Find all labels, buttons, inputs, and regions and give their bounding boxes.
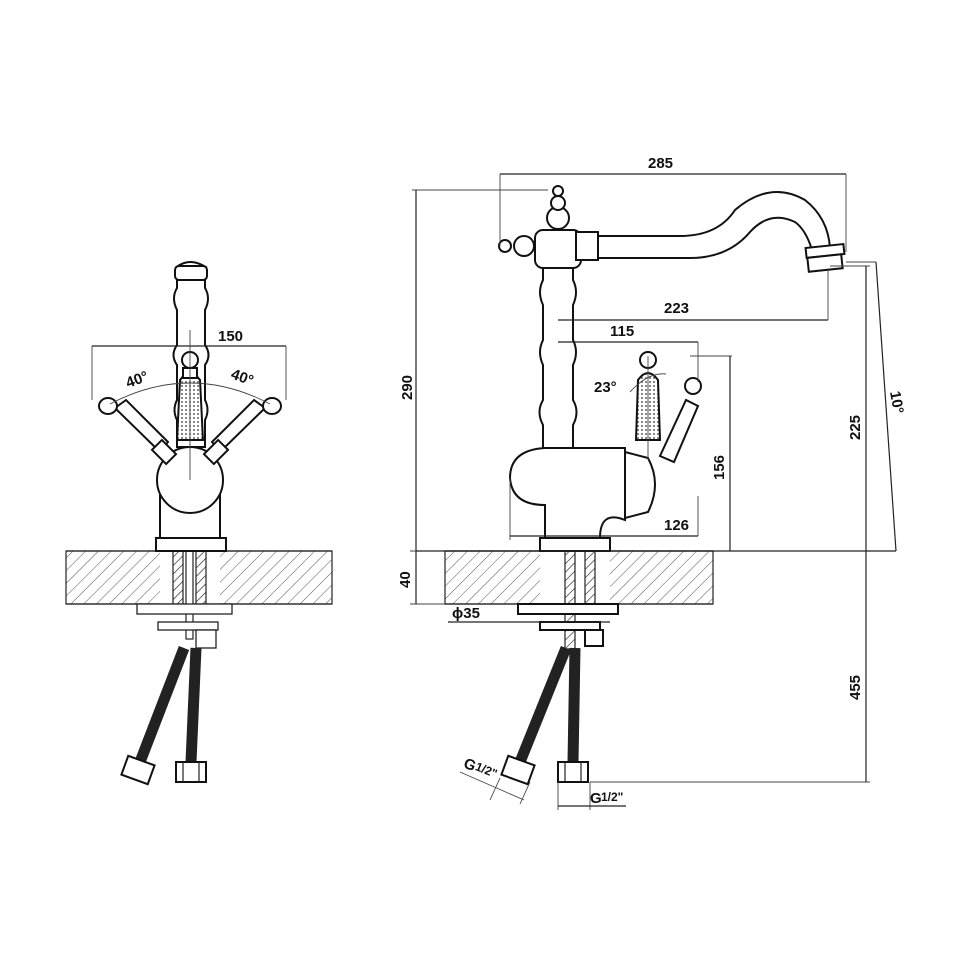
angle-left-label: 40° xyxy=(124,368,151,392)
thread-right-label: G xyxy=(590,790,602,807)
side-view: 285 223 115 23° 126 156 xyxy=(397,155,907,810)
dim-225-label: 225 xyxy=(847,415,864,440)
dim-223-label: 223 xyxy=(664,300,689,317)
front-handle-right xyxy=(202,397,282,466)
dim-10deg-label: 10° xyxy=(886,390,907,415)
dim-285: 285 xyxy=(499,155,847,252)
dim-115-label: 115 xyxy=(610,323,634,340)
side-body xyxy=(508,447,656,552)
dim-290: 290 xyxy=(399,189,548,551)
side-hoses xyxy=(500,645,589,786)
dim-455: 455 xyxy=(590,551,870,783)
dim-35-label: ϕ35 xyxy=(452,605,480,622)
dim-156: 156 xyxy=(690,355,732,551)
dim-455-label: 455 xyxy=(847,675,864,700)
dim-40: 40 xyxy=(397,550,445,605)
dim-126: 126 xyxy=(509,478,699,540)
dim-10deg: 10° xyxy=(846,261,907,552)
thread-right: G 1/2" xyxy=(557,782,626,810)
side-column xyxy=(498,185,582,449)
dim-115: 115 xyxy=(558,323,699,382)
dim-156-label: 156 xyxy=(711,455,728,480)
angle-right-label: 40° xyxy=(229,366,256,390)
front-view: 150 40° 40° xyxy=(65,261,333,786)
dim-150: 150 xyxy=(91,328,287,400)
dim-150-label: 150 xyxy=(218,328,243,345)
dim-223: 223 xyxy=(558,270,829,321)
thread-right-frac: 1/2" xyxy=(601,790,623,804)
front-handle-left xyxy=(98,397,178,466)
dim-290-label: 290 xyxy=(399,375,416,400)
side-handle xyxy=(634,351,702,464)
dim-225: 225 xyxy=(416,265,896,552)
dim-35: ϕ35 xyxy=(448,605,610,623)
thread-left-frac: 1/2" xyxy=(473,759,499,780)
dim-40-label: 40 xyxy=(397,571,414,588)
angle-23-label: 23° xyxy=(594,379,617,396)
front-hoses xyxy=(120,646,207,786)
side-spout xyxy=(575,191,846,273)
dim-126-label: 126 xyxy=(664,517,689,534)
dim-285-label: 285 xyxy=(648,155,673,172)
